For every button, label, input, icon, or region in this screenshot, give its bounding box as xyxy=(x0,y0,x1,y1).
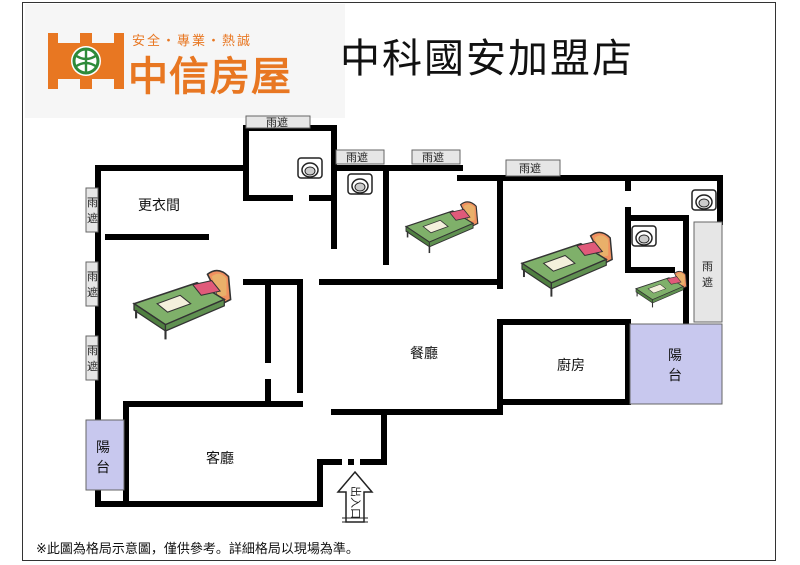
awning-top: 雨遮 xyxy=(335,149,385,165)
bed-icon xyxy=(635,270,688,308)
room-dining-label: 餐廳 xyxy=(410,345,438,362)
svg-text:陽: 陽 xyxy=(668,348,682,364)
svg-text:遮: 遮 xyxy=(87,359,98,373)
svg-text:雨遮: 雨遮 xyxy=(519,161,541,175)
balcony-left: 陽 台 xyxy=(85,419,125,491)
toilet-icon xyxy=(297,157,323,179)
svg-text:雨: 雨 xyxy=(702,260,713,273)
svg-text:雨遮: 雨遮 xyxy=(346,150,368,164)
svg-text:雨遮: 雨遮 xyxy=(422,150,444,164)
room-kitchen-label: 廚房 xyxy=(557,357,585,374)
svg-text:遮: 遮 xyxy=(702,275,713,289)
balcony-right: 陽 台 xyxy=(629,323,723,405)
toilet-icon xyxy=(691,189,717,211)
disclaimer-text: ※此圖為格局示意圖，僅供參考。詳細格局以現場為準。 xyxy=(36,542,359,557)
awning-top: 雨遮 xyxy=(505,159,561,177)
svg-text:台: 台 xyxy=(96,460,110,476)
svg-text:遮: 遮 xyxy=(87,211,98,225)
brand-name: 中信房屋 xyxy=(128,54,292,100)
svg-text:陽: 陽 xyxy=(96,440,110,456)
room-dressing-label: 更衣間 xyxy=(138,198,180,214)
svg-text:遮: 遮 xyxy=(87,285,98,299)
toilet-icon xyxy=(631,225,657,247)
store-title: 中科國安加盟店 xyxy=(340,36,634,82)
svg-text:雨: 雨 xyxy=(87,344,98,357)
awning-top: 雨遮 xyxy=(411,149,461,165)
room-living-label: 客廳 xyxy=(206,450,234,467)
awning-left: 雨 遮 xyxy=(85,261,99,307)
awning-top: 雨遮 xyxy=(245,115,311,129)
awning-left: 雨 遮 xyxy=(85,335,99,381)
toilet-icon xyxy=(347,173,373,195)
brand-logo-icon xyxy=(48,33,124,89)
bed-icon xyxy=(521,231,614,298)
svg-text:雨: 雨 xyxy=(87,270,98,283)
entrance-label: 出入口 xyxy=(349,486,363,519)
bed-icon xyxy=(405,201,479,254)
svg-text:雨: 雨 xyxy=(87,196,98,209)
awning-left: 雨 遮 xyxy=(85,187,99,233)
brand-slogan: 安全・專業・熱誠 xyxy=(132,34,253,49)
bed-icon xyxy=(132,269,232,341)
svg-text:台: 台 xyxy=(668,368,682,384)
entrance-arrow-icon: 出入口 xyxy=(336,470,374,523)
awning-right: 雨 遮 xyxy=(693,221,723,323)
svg-text:雨遮: 雨遮 xyxy=(266,115,288,129)
